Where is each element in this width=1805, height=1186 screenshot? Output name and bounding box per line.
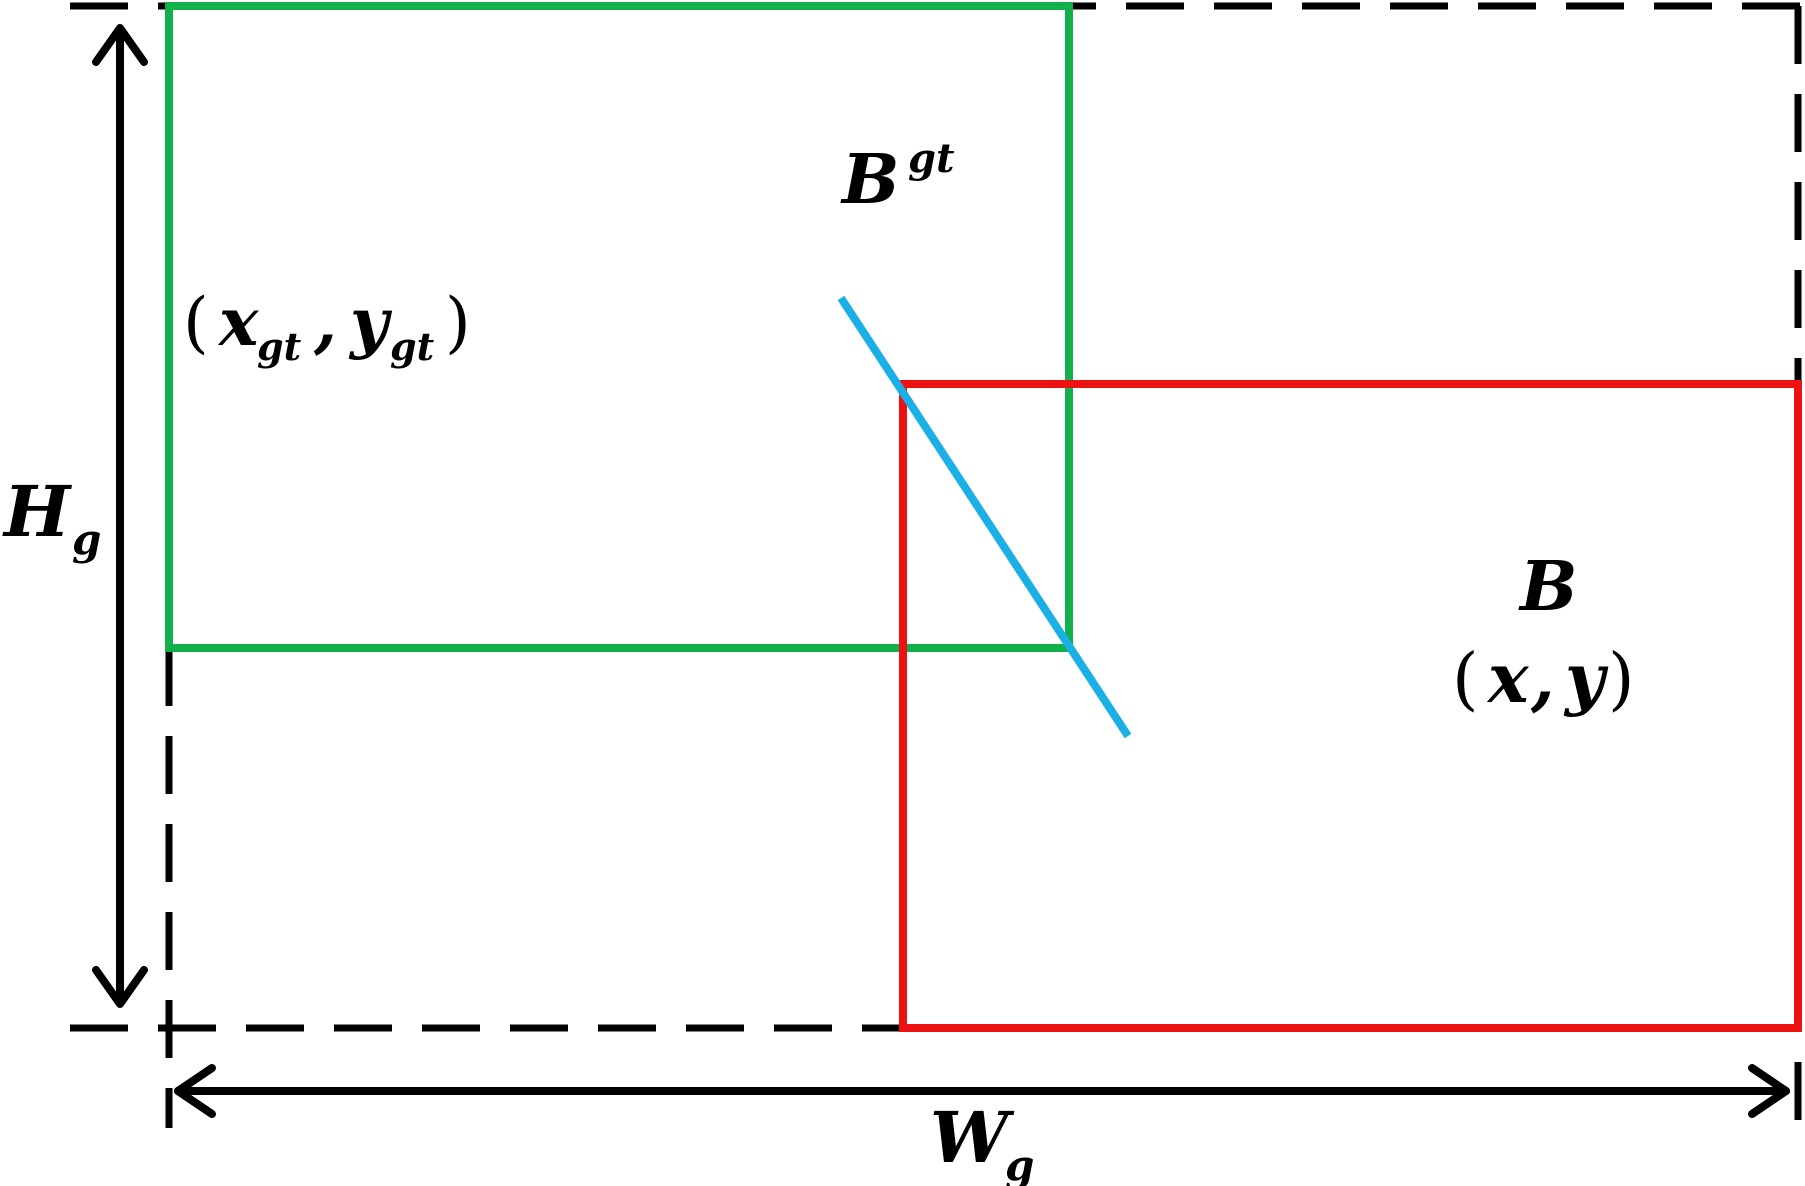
predicted-box <box>899 380 1802 1032</box>
ground-truth-box-label: B gt <box>840 135 955 220</box>
height-label: H g <box>2 470 101 564</box>
width-arrow <box>174 1064 1790 1118</box>
height-arrow-bottom-head-icon <box>92 966 148 1008</box>
height-arrow-top-head-icon <box>92 24 148 66</box>
predicted-center-label: ( x , y ) <box>1452 639 1635 719</box>
width-arrow-left-head-icon <box>174 1064 216 1118</box>
height-arrow <box>92 24 148 1008</box>
width-arrow-right-head-icon <box>1748 1064 1790 1118</box>
width-label: W g <box>930 1096 1034 1186</box>
ground-truth-center-label: ( x gt , y gt ) <box>183 283 471 369</box>
predicted-box-label: B <box>1518 547 1577 627</box>
center-distance-line <box>837 295 1132 739</box>
ground-truth-box <box>165 2 1073 652</box>
